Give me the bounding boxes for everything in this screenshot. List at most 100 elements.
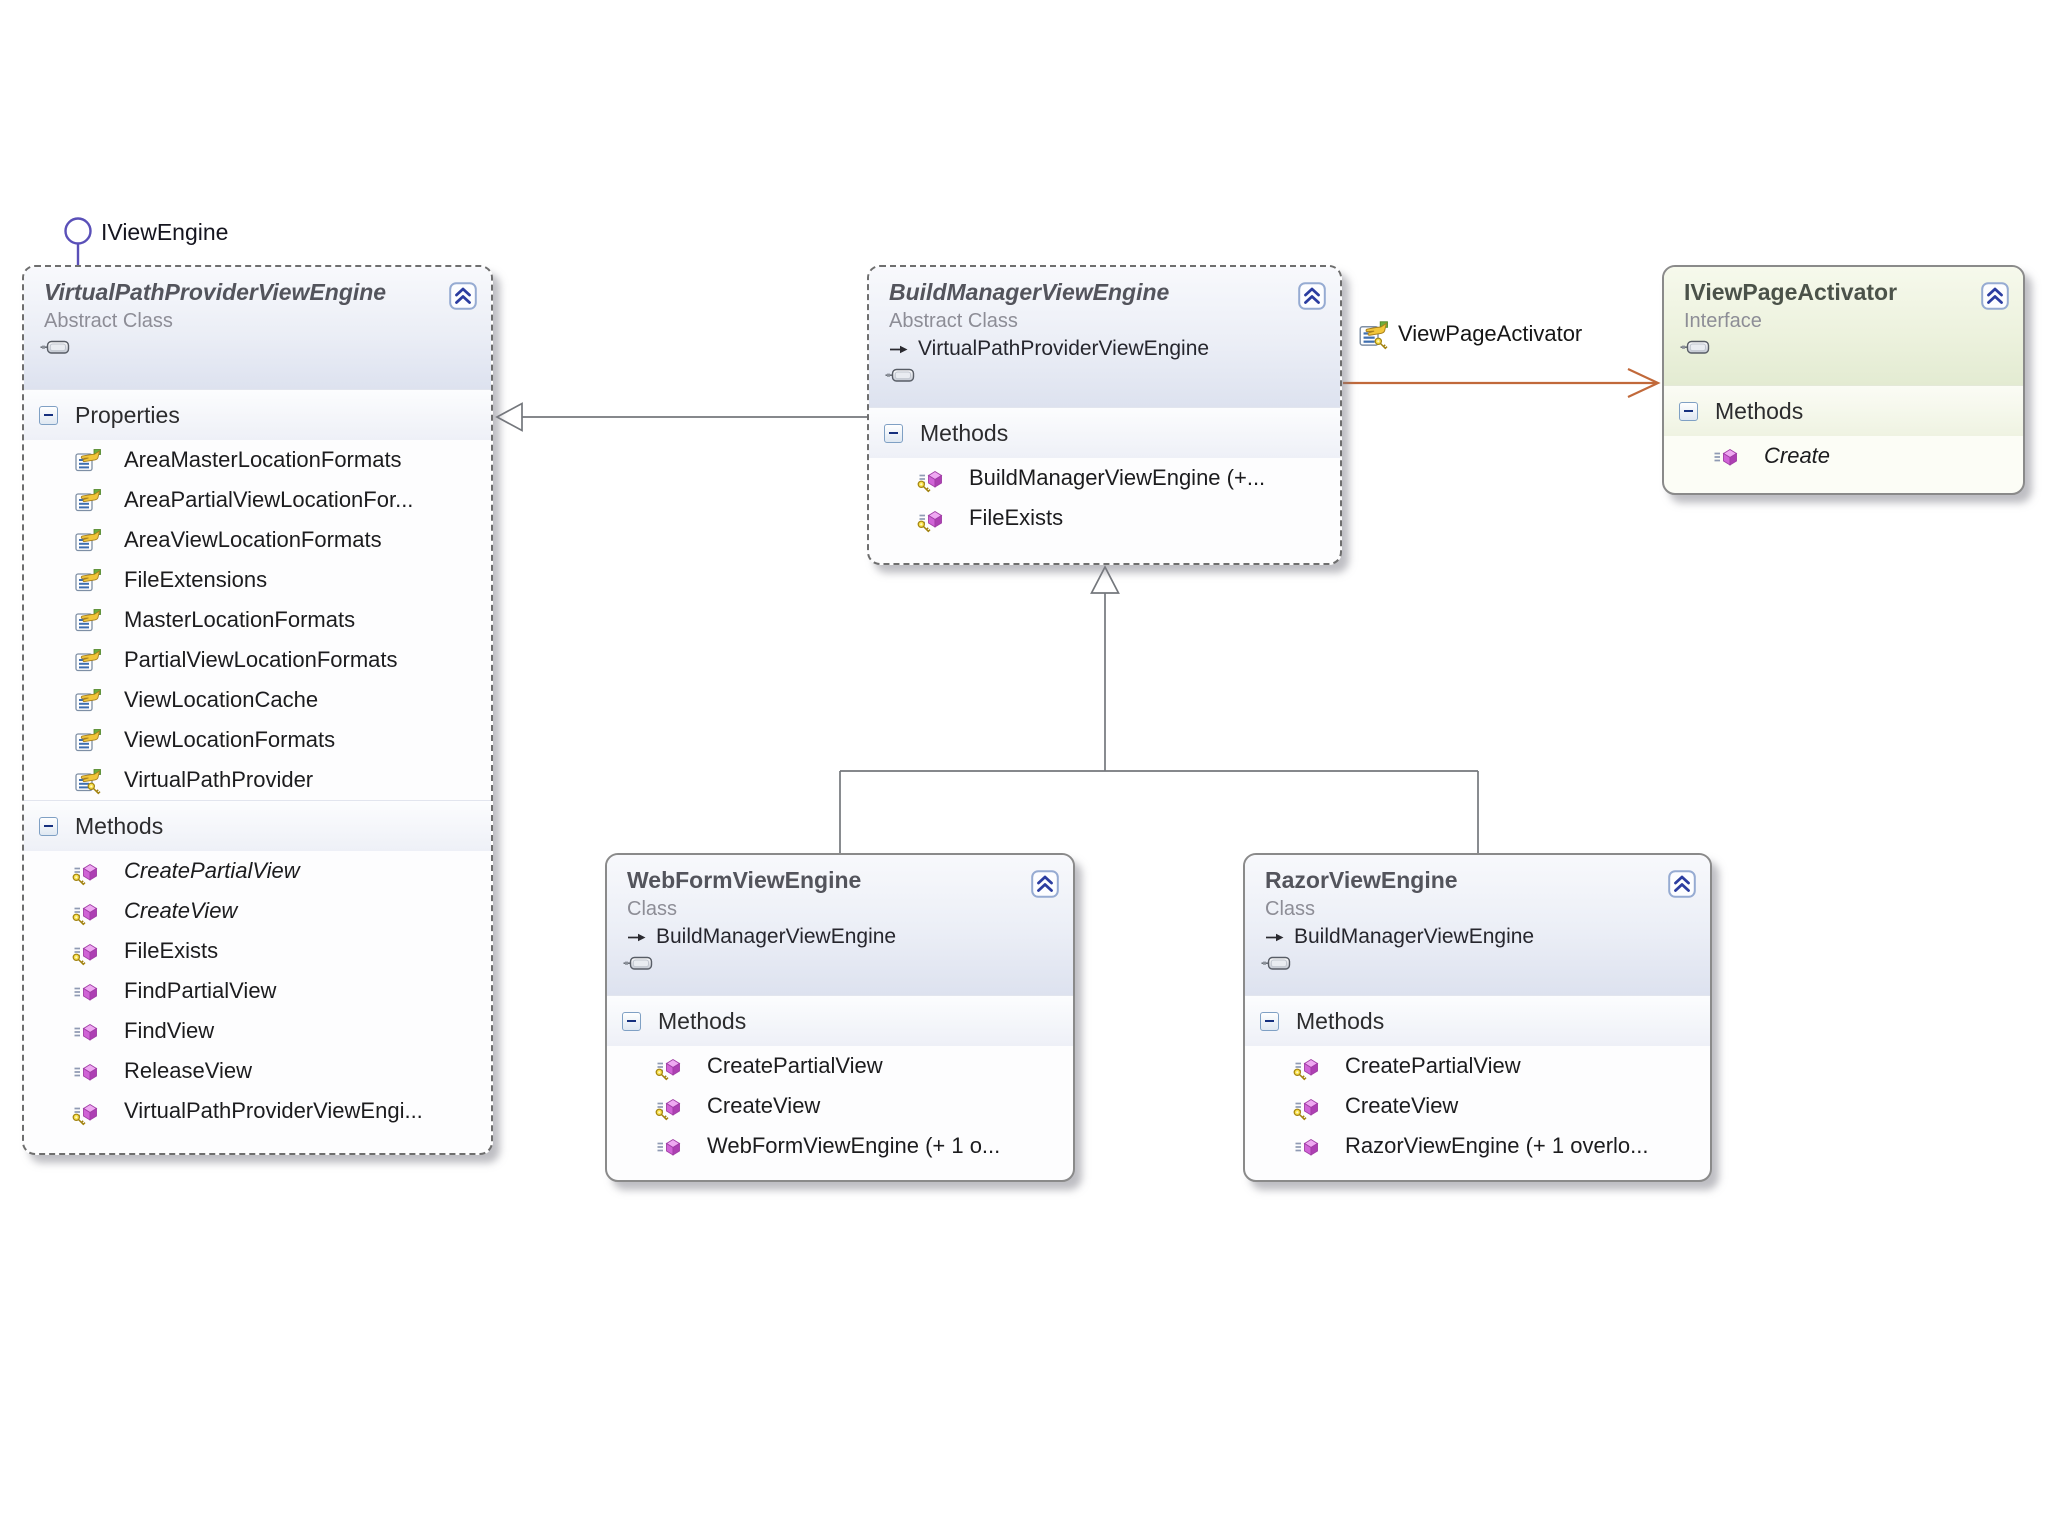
methods-list: Create [1664,436,2023,476]
collapse-chevron-button[interactable] [1031,870,1059,898]
base-type-name: BuildManagerViewEngine [656,925,897,948]
chevron-up-icon [449,282,477,310]
chevron-up-icon [1981,282,2009,310]
section-header-methods[interactable]: Methods [869,407,1340,458]
key-icon [1293,1108,1307,1122]
class-title: VirtualPathProviderViewEngine [44,279,387,305]
property-icon [74,488,101,513]
property-icon [74,528,101,553]
section-header-methods[interactable]: Methods [1664,385,2023,436]
property-icon [74,688,101,713]
connection-widget-icon [623,955,653,971]
property-icon [74,568,101,593]
lollipop-connector[interactable] [64,217,92,268]
member-row[interactable]: CreatePartialView [24,851,491,891]
member-row[interactable]: CreateView [607,1086,1073,1126]
base-type: VirtualPathProviderViewEngine [889,337,1340,361]
member-name: ReleaseView [124,1058,253,1083]
section-header-methods[interactable]: Methods [24,800,491,851]
class-box-webformviewengine[interactable]: WebFormViewEngine Class BuildManagerView… [605,853,1075,1182]
member-row[interactable]: MasterLocationFormats [24,600,491,640]
member-row[interactable]: BuildManagerViewEngine (+... [869,458,1340,498]
section-header-properties[interactable]: Properties [24,389,491,440]
class-box-buildmanagerviewengine[interactable]: BuildManagerViewEngine Abstract Class Vi… [867,265,1342,565]
member-row[interactable]: CreateView [24,891,491,931]
key-icon [917,480,931,494]
member-row[interactable]: FileExists [24,931,491,971]
connection-widget-icon [885,367,915,383]
properties-list: AreaMasterLocationFormats AreaPartialVie… [24,440,491,800]
member-name: FileExists [969,505,1064,530]
expander-minus-icon[interactable] [1260,1011,1279,1031]
method-icon [1295,1054,1322,1079]
association-arrow-viewpageactivator[interactable] [1343,368,1661,398]
base-type: BuildManagerViewEngine [627,925,1073,949]
member-row[interactable]: CreateView [1245,1086,1710,1126]
member-name: CreateView [124,898,238,923]
class-box-razorviewengine[interactable]: RazorViewEngine Class BuildManagerViewEn… [1243,853,1712,1182]
member-row[interactable]: VirtualPathProviderViewEngi... [24,1091,491,1131]
interface-lollipop-label[interactable]: IViewEngine [101,219,228,246]
member-row[interactable]: FindView [24,1011,491,1051]
expander-minus-icon[interactable] [39,816,58,836]
member-row[interactable]: CreatePartialView [607,1046,1073,1086]
association-label[interactable]: ViewPageActivator [1358,320,1582,348]
connection-widget-icon [1680,339,1710,355]
member-row[interactable]: AreaPartialViewLocationFor... [24,480,491,520]
base-type-name: BuildManagerViewEngine [1294,925,1535,948]
member-name: MasterLocationFormats [124,607,356,632]
method-icon [657,1094,684,1119]
expander-minus-icon[interactable] [622,1011,641,1031]
member-row[interactable]: ViewLocationCache [24,680,491,720]
member-row[interactable]: Create [1664,436,2023,476]
section-label: Methods [75,812,164,839]
member-row[interactable]: FindPartialView [24,971,491,1011]
member-row[interactable]: AreaMasterLocationFormats [24,440,491,480]
base-type-arrow-icon [889,342,909,357]
collapse-chevron-button[interactable] [1298,282,1326,310]
key-icon [1374,337,1388,351]
member-row[interactable]: ViewLocationFormats [24,720,491,760]
method-icon [919,506,946,531]
method-icon [657,1134,684,1159]
expander-minus-icon[interactable] [39,405,58,425]
member-name: CreateView [1345,1093,1459,1118]
expander-minus-icon[interactable] [1679,401,1698,421]
member-name: AreaMasterLocationFormats [124,447,402,472]
connection-widget-icon [1261,955,1291,971]
member-row[interactable]: FileExists [869,498,1340,538]
methods-list: CreatePartialView CreateView WebFormView… [607,1046,1073,1166]
chevron-up-icon [1668,870,1696,898]
member-row[interactable]: FileExtensions [24,560,491,600]
member-row[interactable]: VirtualPathProvider [24,760,491,800]
section-header-methods[interactable]: Methods [607,995,1073,1046]
method-icon [1714,444,1741,469]
member-row[interactable]: CreatePartialView [1245,1046,1710,1086]
collapse-chevron-button[interactable] [1668,870,1696,898]
property-icon [74,648,101,673]
inheritance-arrow-bmve-to-vppve[interactable] [495,402,867,432]
interface-box-iviewpageactivator[interactable]: IViewPageActivator Interface Methods Cre… [1662,265,2025,495]
member-row[interactable]: RazorViewEngine (+ 1 overlo... [1245,1126,1710,1166]
method-icon [919,466,946,491]
class-box-virtualpathproviderviewengine[interactable]: VirtualPathProviderViewEngine Abstract C… [22,265,493,1155]
key-icon [655,1108,669,1122]
method-icon [74,1059,101,1084]
collapse-chevron-button[interactable] [449,282,477,310]
member-row[interactable]: PartialViewLocationFormats [24,640,491,680]
key-icon [72,1113,86,1127]
member-name: CreateView [707,1093,821,1118]
class-kind: Abstract Class [44,310,173,332]
member-name: ViewLocationCache [124,687,319,712]
section-header-methods[interactable]: Methods [1245,995,1710,1046]
class-kind: Interface [1684,310,1762,332]
expander-minus-icon[interactable] [884,423,903,443]
member-row[interactable]: AreaViewLocationFormats [24,520,491,560]
methods-list: BuildManagerViewEngine (+... FileExists [869,458,1340,538]
class-header: WebFormViewEngine Class BuildManagerView… [607,855,1073,995]
member-name: WebFormViewEngine (+ 1 o... [707,1133,1001,1158]
member-row[interactable]: WebFormViewEngine (+ 1 o... [607,1126,1073,1166]
member-row[interactable]: ReleaseView [24,1051,491,1091]
collapse-chevron-button[interactable] [1981,282,2009,310]
inheritance-tree-connector[interactable] [839,565,1479,854]
